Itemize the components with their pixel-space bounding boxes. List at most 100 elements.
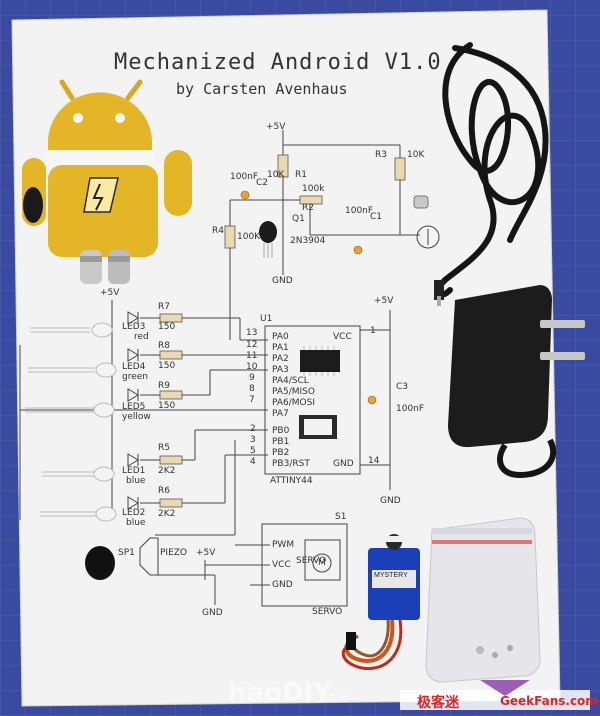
pin-name-pa2: PA2	[272, 354, 289, 364]
label-r2-val: 100k	[302, 184, 325, 194]
label-vcc-top: +5V	[266, 122, 286, 132]
label-r3: R3	[375, 150, 387, 160]
top-mic	[413, 195, 440, 249]
label-servo-inner: SERVO	[296, 556, 327, 566]
label-c2-val: 100nF	[230, 172, 259, 182]
label-q1: Q1	[292, 214, 305, 224]
watermark-logo-shape	[480, 680, 530, 696]
pin-num-2: 2	[250, 424, 256, 434]
label-led3-color: red	[134, 332, 149, 342]
label-pwm: PWM	[272, 540, 295, 550]
pin-name-pa4: PA4/SCL	[272, 376, 309, 386]
schematic-wires	[19, 130, 420, 605]
label-led2: LED2	[122, 508, 146, 518]
watermark-cn: 极客迷	[417, 695, 459, 711]
transistor-q1	[259, 221, 277, 258]
schematic-author: by Carsten Avenhaus	[176, 80, 348, 98]
pin-name-vcc: VCC	[333, 332, 352, 342]
label-r9-val: 150	[158, 401, 176, 411]
power-adapter	[434, 42, 585, 479]
pin-num-13: 13	[246, 328, 258, 338]
label-led2-color: blue	[126, 518, 146, 528]
pin-num-10: 10	[246, 362, 258, 372]
schematic-capacitors	[240, 190, 377, 405]
label-vcc-u1: +5V	[374, 296, 394, 306]
label-led1: LED1	[122, 466, 146, 476]
servo-brand: MYSTERY	[374, 572, 408, 579]
label-led5: LED5	[122, 402, 146, 412]
pin-name-gnd: GND	[333, 459, 354, 469]
label-r5: R5	[158, 443, 170, 453]
pin-name-pb2: PB2	[272, 448, 290, 458]
pin-num-14: 14	[368, 456, 380, 466]
pin-name-pb1: PB1	[272, 437, 290, 447]
label-motor: M	[318, 558, 326, 568]
pin-num-1: 1	[370, 326, 376, 336]
label-r9: R9	[158, 381, 170, 391]
label-r3-val: 10K	[407, 150, 425, 160]
label-sp1: SP1	[118, 548, 135, 558]
pin-num-5: 5	[250, 446, 256, 456]
label-gnd-s: GND	[272, 580, 293, 590]
pin-num-9: 9	[249, 373, 255, 383]
schematic-title: Mechanized Android V1.0	[114, 50, 442, 75]
label-r4: R4	[212, 226, 224, 236]
label-servo-ref: SERVO	[312, 607, 343, 617]
parts-bag	[425, 517, 541, 683]
watermark-haodiy-suffix: .net	[325, 690, 349, 704]
watermark-haodiy: haoDIY	[228, 678, 332, 708]
pin-name-pb0: PB0	[272, 426, 290, 436]
schematic-resistors	[159, 154, 406, 508]
label-vcc-s: VCC	[272, 560, 291, 570]
label-led3: LED3	[122, 322, 146, 332]
leds	[25, 311, 139, 522]
pin-name-pa5: PA5/MISO	[272, 387, 315, 397]
pin-name-pa0: PA0	[272, 332, 289, 342]
pin-name-pa3: PA3	[272, 365, 289, 375]
label-r1: R1	[295, 170, 307, 180]
pin-name-pa6: PA6/MOSI	[272, 398, 315, 408]
pin-num-4: 4	[250, 457, 256, 467]
watermark-site: GeekFans.com	[500, 694, 598, 708]
pin-num-3: 3	[250, 435, 256, 445]
label-led5-color: yellow	[122, 412, 151, 422]
label-r4-val: 100K	[237, 232, 261, 242]
label-chip: ATTINY44	[270, 476, 313, 486]
label-r6: R6	[158, 486, 170, 496]
label-r6-val: 2K2	[158, 509, 176, 519]
label-r7-val: 150	[158, 322, 176, 332]
pin-name-pb3: PB3/RST	[272, 459, 310, 469]
label-vcc-leds: +5V	[100, 288, 120, 298]
watermark-band	[400, 690, 590, 710]
label-led1-color: blue	[126, 476, 146, 486]
label-r8: R8	[158, 341, 170, 351]
piezo-buzzer	[85, 537, 159, 580]
android-figure	[22, 79, 192, 284]
label-c3-val: 100nF	[396, 404, 425, 414]
label-u1: U1	[260, 314, 273, 324]
label-r1-val: 10K	[267, 170, 285, 180]
servo-box	[261, 523, 348, 607]
pin-num-11: 11	[246, 351, 258, 361]
label-led4: LED4	[122, 362, 146, 372]
label-c2: C2	[256, 178, 269, 188]
pin-num-8: 8	[249, 384, 255, 394]
u1-box	[264, 325, 361, 475]
label-led4-color: green	[122, 372, 148, 382]
label-r5-val: 2K2	[158, 466, 176, 476]
pin-name-pa1: PA1	[272, 343, 289, 353]
label-c1: C1	[370, 212, 383, 222]
label-c3: C3	[396, 382, 409, 392]
label-gnd-bottom: GND	[202, 608, 223, 618]
label-gnd-1: GND	[272, 276, 293, 286]
label-r8-val: 150	[158, 361, 176, 371]
pin-name-pa7: PA7	[272, 409, 289, 419]
label-vcc-servo: +5V	[196, 548, 216, 558]
label-q1-part: 2N3904	[290, 236, 326, 246]
label-gnd-u1: GND	[380, 496, 401, 506]
pin-num-7: 7	[249, 395, 255, 405]
label-r7: R7	[158, 302, 170, 312]
servo-motor	[341, 534, 420, 671]
label-s1: S1	[335, 512, 347, 522]
